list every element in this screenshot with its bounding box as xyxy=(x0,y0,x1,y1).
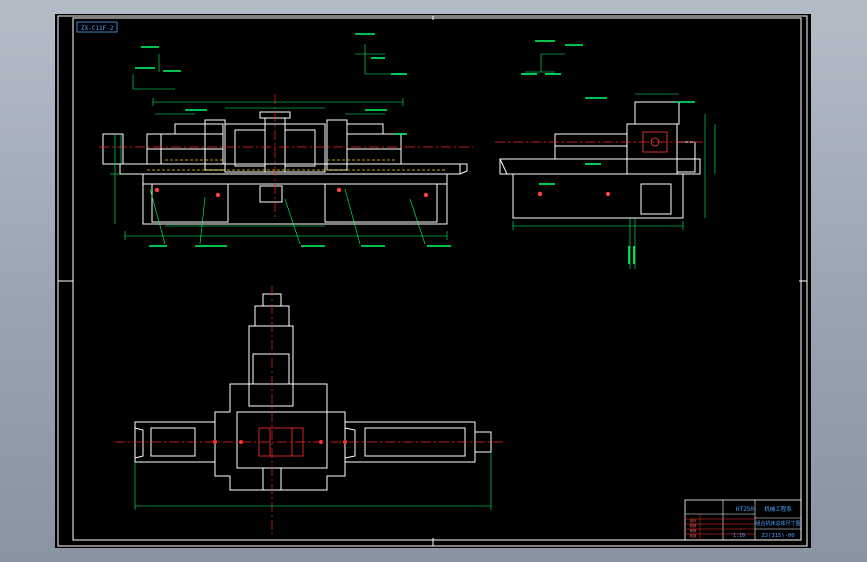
side-body xyxy=(499,101,701,219)
top-outline xyxy=(134,293,492,491)
side-dimensions xyxy=(512,53,716,269)
front-holes xyxy=(154,187,429,198)
side-leader-labels xyxy=(521,40,695,264)
title-row-check: 校核 xyxy=(690,523,698,528)
title-row-review: 审核 xyxy=(690,528,698,533)
corner-tag: ZX-C11F-2 xyxy=(76,21,118,33)
title-row-design: 设计 xyxy=(690,518,698,523)
front-base xyxy=(102,133,468,225)
title-school: 机械工程系 xyxy=(764,505,792,513)
sheet-frame xyxy=(57,15,808,547)
side-view xyxy=(495,40,716,269)
front-left-head xyxy=(146,119,226,171)
title-row-approve: 批准 xyxy=(690,533,698,538)
title-drawing-name: 组合机床总体尺寸图 xyxy=(755,520,800,527)
title-block-grid xyxy=(685,514,755,540)
title-scale: 1:10 xyxy=(733,533,745,539)
title-block: HT250 机械工程系 组合机床总体尺寸图 ZJ(315)-00 设计 校核 审… xyxy=(684,499,802,541)
side-holes xyxy=(537,191,611,197)
title-drawing-no: ZJ(315)-00 xyxy=(761,533,794,539)
corner-tag-text: ZX-C11F-2 xyxy=(81,25,114,32)
top-view xyxy=(115,286,505,534)
front-hidden-lines xyxy=(147,159,445,171)
front-view xyxy=(99,33,473,247)
title-model: HT250 xyxy=(736,506,754,513)
drawing-canvas: ZX-C11F-2 xyxy=(57,15,808,547)
front-right-head xyxy=(326,119,402,171)
front-dimensions xyxy=(110,44,448,245)
top-dimensions xyxy=(134,452,492,510)
front-leader-labels xyxy=(135,33,451,247)
drawing-sheet: ZX-C11F-2 xyxy=(55,14,811,548)
